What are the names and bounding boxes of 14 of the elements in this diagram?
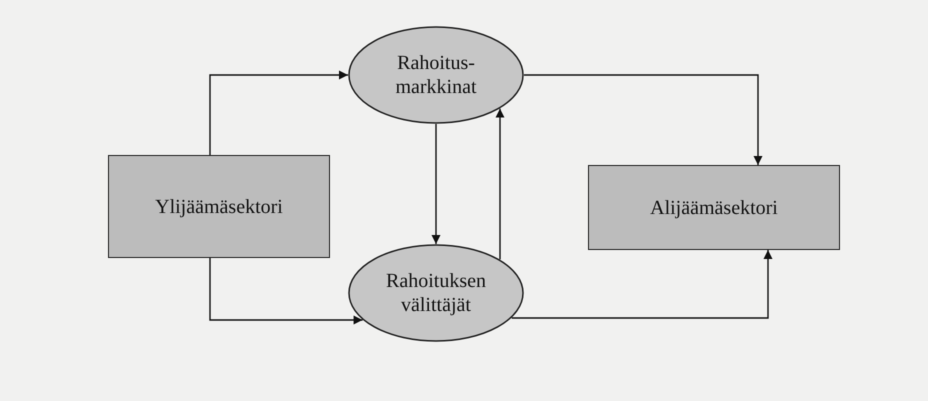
node-label: Alijäämäsektori (650, 196, 778, 220)
arrow (512, 250, 772, 319)
ellipse-node (348, 244, 524, 342)
arrow (209, 70, 348, 155)
arrow (496, 108, 504, 260)
arrow (524, 74, 762, 165)
sector-box (588, 165, 840, 250)
node-label: Rahoitus- markkinat (394, 51, 478, 99)
node-label: Rahoituksen välittäjät (385, 269, 487, 317)
arrow (209, 258, 363, 324)
node-label: Ylijäämäsektori (155, 194, 283, 218)
sector-box (108, 155, 330, 258)
ellipse-node (348, 26, 524, 124)
arrow (432, 124, 440, 244)
